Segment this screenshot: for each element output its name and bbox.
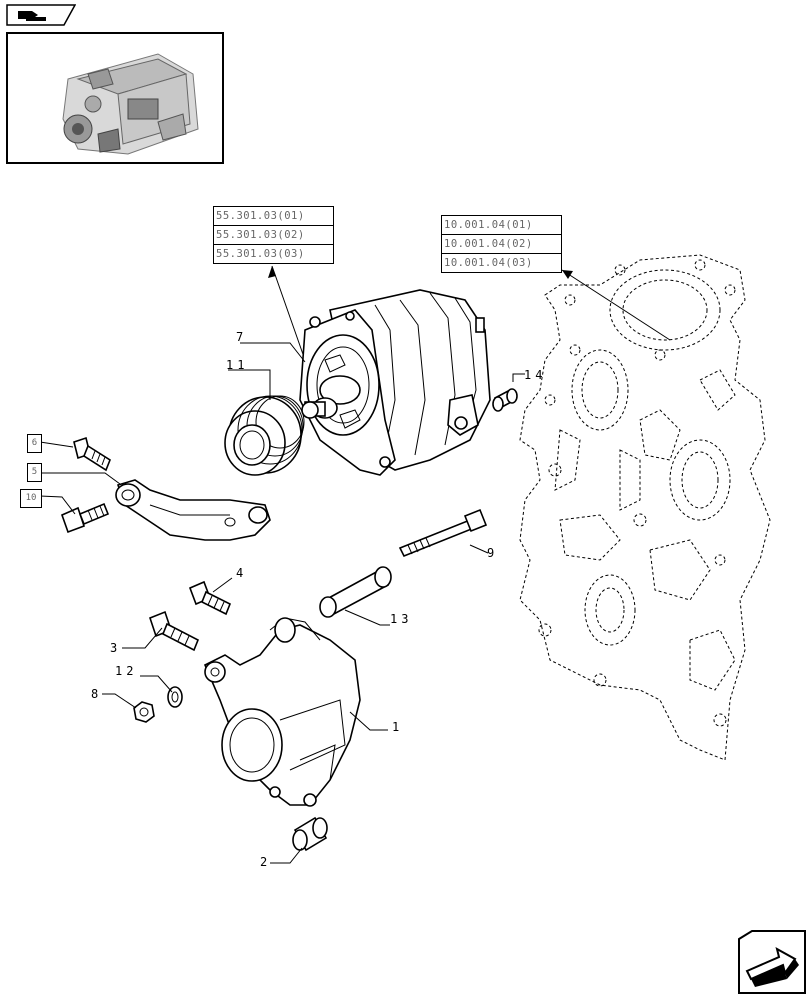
callout-box-5: 5 [27, 463, 42, 482]
callout-label: 6 [31, 438, 38, 448]
bolt-4[interactable] [188, 580, 232, 616]
callout-3: 3 [110, 641, 118, 655]
reference-link[interactable]: 10.001.04(02) [441, 234, 562, 253]
support-bracket[interactable] [203, 617, 361, 807]
callout-box-6: 6 [27, 434, 42, 453]
callout-13: 13 [390, 612, 413, 626]
callout-2: 2 [260, 855, 268, 869]
reference-link[interactable]: 10.001.04(01) [441, 215, 562, 234]
bolt-14[interactable] [492, 388, 518, 412]
callout-9: 9 [487, 546, 495, 560]
callout-4: 4 [236, 566, 244, 580]
engine-thumbnail[interactable] [6, 32, 224, 164]
alternator[interactable] [299, 289, 491, 476]
spacer-13[interactable] [319, 566, 392, 618]
reference-box-right: 10.001.04(01) 10.001.04(02) 10.001.04(03… [441, 215, 562, 273]
bolt-10[interactable] [60, 502, 110, 534]
bracket-arm[interactable] [115, 479, 271, 541]
bolt-3[interactable] [149, 610, 200, 652]
callout-label: 10 [25, 493, 37, 503]
callout-8: 8 [91, 687, 99, 701]
nut-8[interactable] [133, 701, 155, 723]
reference-link[interactable]: 55.301.03(01) [213, 206, 334, 225]
callout-14: 14 [524, 368, 547, 382]
bolt-6[interactable] [73, 436, 111, 472]
callout-label: 5 [31, 467, 38, 477]
callout-12: 12 [115, 664, 138, 678]
reference-link[interactable]: 10.001.04(03) [441, 253, 562, 273]
pulley[interactable] [224, 395, 305, 476]
callout-box-10: 10 [20, 489, 42, 508]
callout-11: 11 [226, 358, 249, 372]
sleeve-2[interactable] [292, 816, 328, 852]
long-bolt-9[interactable] [398, 508, 488, 558]
reference-box-left: 55.301.03(01) 55.301.03(02) 55.301.03(03… [213, 206, 334, 264]
callout-1: 1 [392, 720, 400, 734]
engine-block-phantom [519, 254, 771, 761]
book-arrow-icon[interactable] [6, 4, 76, 26]
reference-link[interactable]: 55.301.03(02) [213, 225, 334, 244]
reference-link[interactable]: 55.301.03(03) [213, 244, 334, 264]
next-page-arrow-icon[interactable] [737, 929, 807, 995]
callout-7: 7 [236, 330, 244, 344]
